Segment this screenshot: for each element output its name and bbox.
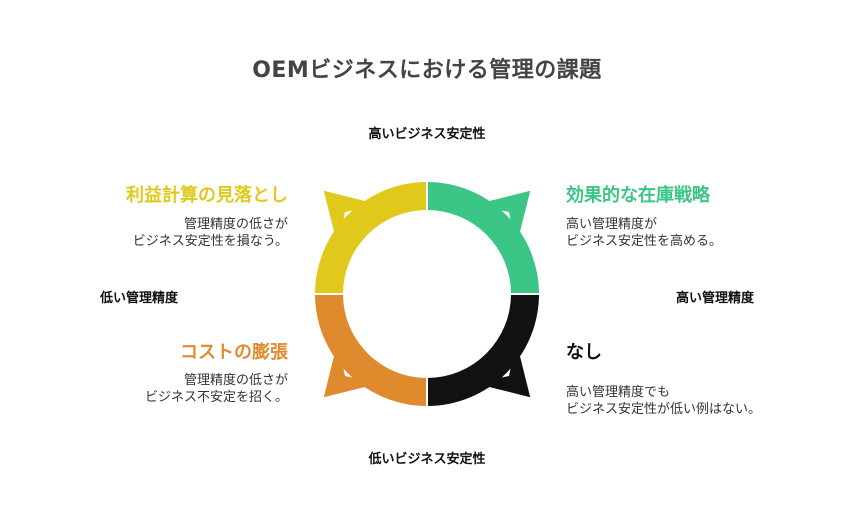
axis-label-right: 高い管理精度 [675,291,754,306]
axis-label-top: 高いビジネス安定性 [368,127,486,142]
segment-bottom-left [315,294,427,406]
arrow-bottom-right [473,340,531,398]
arrow-bottom-left [323,340,381,398]
segment-top-left [315,182,427,294]
axis-label-left: 低い管理精度 [100,291,179,306]
quadrant-top-right-description: 高い管理精度が ビジネス安定性を高める。 [566,217,723,249]
axis-label-bottom: 低いビジネス安定性 [368,452,486,467]
segment-bottom-right [427,294,539,406]
segment-top-right [427,182,539,294]
quadrant-bottom-left-description: 管理精度の低さが ビジネス不安定を招く。 [144,373,288,405]
diagram-title: OEMビジネスにおける管理の課題 [252,58,602,83]
quadrant-bottom-right-title: なし [566,342,602,363]
arrow-top-left [323,190,381,248]
quadrant-top-left-title: 利益計算の見落とし [126,185,288,206]
quadrant-bottom-left-title: コストの膨張 [180,342,288,363]
quadrant-top-right-title: 効果的な在庫戦略 [566,185,710,206]
quadrant-top-left-description: 管理精度の低さが ビジネス安定性を損なう。 [132,217,288,249]
arrow-top-right [473,190,531,248]
quadrant-bottom-right-description: 高い管理精度でも ビジネス安定性が低い例はない。 [566,385,762,417]
